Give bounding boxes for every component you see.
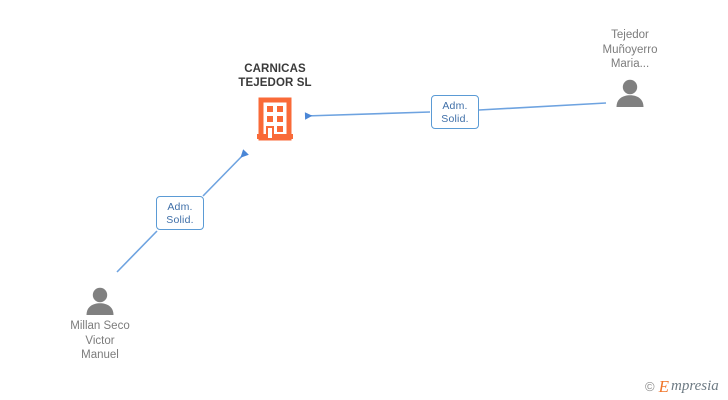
person-name-label: Millan Seco Victor Manuel xyxy=(70,320,130,361)
person-icon xyxy=(86,287,114,315)
copyright-symbol: © xyxy=(645,379,655,394)
person-node-millan-seco-victor-manuel[interactable]: Millan Seco Victor Manuel xyxy=(30,285,170,363)
connector-line-bottom xyxy=(116,230,158,273)
brand-name: mpresia xyxy=(670,378,719,394)
person-icon xyxy=(616,79,644,107)
company-name-label: CARNICAS TEJEDOR SL xyxy=(238,63,312,89)
person-name-label: Tejedor Muñoyerro Maria... xyxy=(602,29,658,70)
building-icon xyxy=(257,97,293,141)
person-icon-wrap xyxy=(30,285,170,315)
connector-line-top xyxy=(478,102,607,111)
brand-initial: E xyxy=(658,377,669,396)
relation-label-adm-solid-bottom[interactable]: Adm. Solid. xyxy=(156,196,204,230)
connector-line-top-arrow-segment xyxy=(304,111,431,120)
company-icon-wrap xyxy=(205,96,345,142)
empresia-watermark: © E mpresia xyxy=(645,378,719,395)
person-node-tejedor-munoyerro-maria[interactable]: Tejedor Muñoyerro Maria... xyxy=(560,28,700,107)
person-icon-wrap xyxy=(560,77,700,107)
relation-label-adm-solid-top[interactable]: Adm. Solid. xyxy=(431,95,479,129)
connector-line-bottom-arrow-segment xyxy=(202,149,249,197)
company-node[interactable]: CARNICAS TEJEDOR SL xyxy=(205,62,345,142)
